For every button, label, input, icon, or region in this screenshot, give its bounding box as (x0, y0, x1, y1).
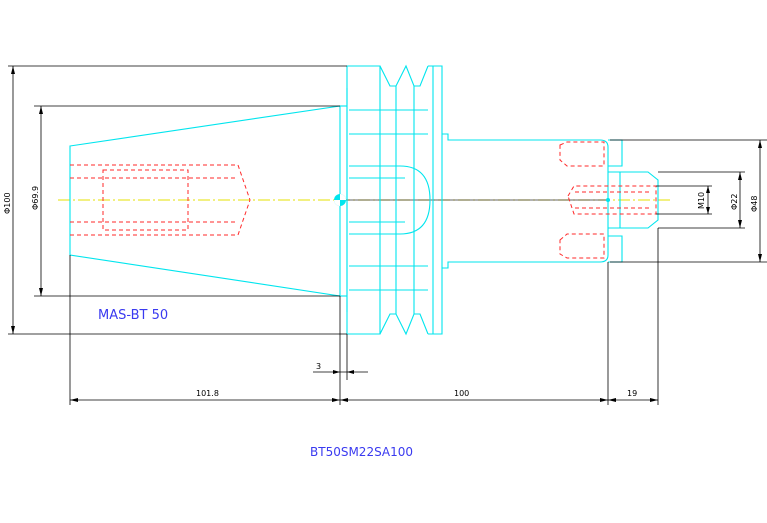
flange-outline (346, 64, 443, 336)
dim-label-len-100: 100 (454, 389, 469, 398)
dimension-len-19: 19 (608, 228, 659, 405)
dimension-dia-100: Φ100 (3, 65, 347, 335)
dim-label-gap-3: 3 (316, 362, 321, 371)
shank-hidden-holes (559, 141, 657, 259)
center-marker (334, 194, 610, 206)
dim-label-dia-100: Φ100 (3, 192, 12, 214)
dim-label-dia-48: Φ48 (750, 196, 759, 212)
dim-label-len-101-8: 101.8 (196, 389, 219, 398)
dimension-thread-m10: M10 (656, 185, 712, 215)
dim-label-thread-m10: M10 (697, 192, 706, 209)
shank-outline (442, 133, 659, 269)
dimension-len-100: 100 (340, 262, 609, 405)
dimension-dia-22: Φ22 (658, 171, 745, 229)
dim-label-len-19: 19 (627, 389, 637, 398)
dim-label-dia-69-9: Φ69.9 (31, 186, 40, 210)
dimension-dia-48: Φ48 (610, 139, 767, 263)
part-number-label: BT50SM22SA100 (310, 445, 413, 459)
dimension-dia-69-9: Φ69.9 (31, 105, 340, 297)
dimension-len-101-8: 101.8 (69, 255, 340, 405)
taper-outline (69, 105, 347, 297)
taper-hidden-bore (70, 164, 251, 236)
dim-label-dia-22: Φ22 (730, 194, 739, 210)
taper-name-label: MAS-BT 50 (98, 308, 168, 323)
dimension-gap-3: 3 (313, 296, 368, 405)
